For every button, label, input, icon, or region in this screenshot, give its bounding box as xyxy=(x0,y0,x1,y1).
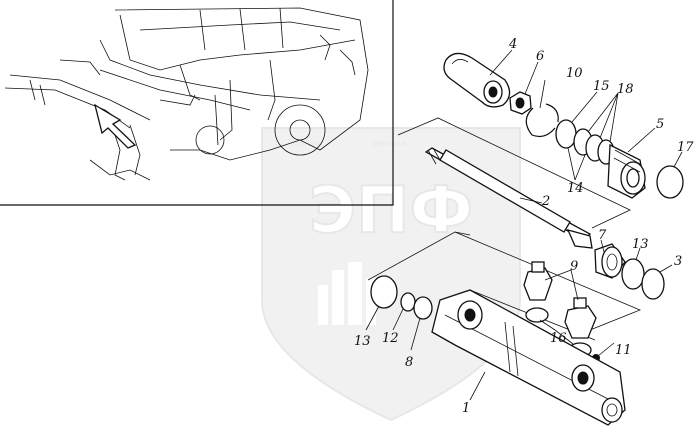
part-piston-rod xyxy=(424,147,593,249)
part-piston xyxy=(594,243,626,279)
callout-11: 11 xyxy=(615,343,632,358)
callout-9: 9 xyxy=(570,259,578,274)
callout-2: 2 xyxy=(541,194,550,209)
watermark: ЭПФ Техника запчасти xyxy=(261,127,521,422)
callout-5: 5 xyxy=(656,117,664,132)
inset-machine-view xyxy=(0,0,394,206)
callout-3: 3 xyxy=(674,254,682,269)
part-fitting-upper xyxy=(523,261,553,301)
part-ring-12 xyxy=(400,292,416,312)
part-cylinder-body xyxy=(431,289,626,426)
part-o-ring-13-right xyxy=(621,258,645,290)
callout-18: 18 xyxy=(617,82,634,97)
part-o-ring-17 xyxy=(656,165,684,199)
watermark-logo-text: ЭПФ xyxy=(309,174,473,248)
part-ring-8 xyxy=(413,296,433,320)
part-o-ring-16-upper xyxy=(525,307,549,323)
part-nut xyxy=(509,91,532,115)
callout-6: 6 xyxy=(536,49,544,64)
part-ring-3 xyxy=(641,268,665,300)
callout-15: 15 xyxy=(593,79,610,94)
watermark-caption-left: Техника xyxy=(291,140,322,148)
callout-7: 7 xyxy=(598,228,607,243)
part-gland xyxy=(607,143,646,199)
inset-frame xyxy=(0,0,394,206)
watermark-building-icon xyxy=(318,262,376,325)
callout-13-right: 13 xyxy=(632,237,649,252)
callout-10: 10 xyxy=(566,66,583,81)
part-o-ring-13-left xyxy=(370,275,398,309)
callout-13-left: 13 xyxy=(354,334,371,349)
callout-14: 14 xyxy=(567,181,584,196)
callout-16: 16 xyxy=(550,331,567,346)
callout-4: 4 xyxy=(508,37,517,52)
callout-labels: 4 6 10 15 18 5 17 14 2 7 9 13 13 3 12 8 … xyxy=(354,37,694,416)
inset-pointer-arrow xyxy=(93,103,137,149)
part-fitting-lower xyxy=(564,297,597,339)
part-seal-rings xyxy=(555,119,615,165)
leader-lines xyxy=(365,49,683,401)
part-rod-eye xyxy=(443,52,511,108)
callout-8: 8 xyxy=(405,355,413,370)
callout-12: 12 xyxy=(382,331,399,346)
part-snap-ring xyxy=(525,103,559,138)
callout-1: 1 xyxy=(462,401,470,416)
callout-17: 17 xyxy=(677,140,694,155)
watermark-caption-right: запчасти xyxy=(372,140,406,148)
